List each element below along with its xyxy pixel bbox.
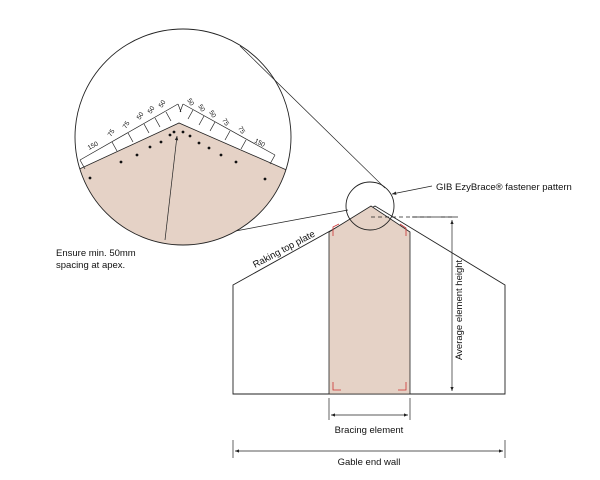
left-dim-1: 150: [87, 140, 100, 151]
average-height-label: Average element height: [454, 259, 465, 360]
detail-circle-small: [345, 181, 395, 231]
bracing-panel: [328, 205, 411, 395]
bracing-element-label: Bracing element: [335, 425, 404, 436]
right-dim-1: 50: [185, 97, 195, 107]
connector-line-top: [239, 45, 386, 189]
left-dimension-chain: 150 75 75 50 50 50: [79, 99, 182, 170]
left-dim-4: 50: [136, 111, 146, 121]
right-dim-2: 50: [196, 103, 206, 113]
left-dim-3: 75: [122, 120, 132, 130]
right-dim-4: 75: [220, 117, 230, 127]
apex-spacing-leader: [164, 135, 179, 241]
detail-circle-large: [74, 28, 292, 246]
gable-wall-label: Gable end wall: [338, 457, 401, 468]
left-dim-5: 50: [147, 105, 157, 115]
fastener-pattern-label: GIB EzyBrace® fastener pattern: [436, 182, 572, 193]
right-dimension-chain: 50 50 50 75 75 150: [179, 97, 276, 165]
right-dim-5: 75: [236, 125, 246, 135]
left-dim-6: 50: [158, 99, 168, 109]
left-dim-2: 75: [107, 128, 117, 138]
apex-note-line2: spacing at apex.: [56, 260, 125, 271]
fastener-dots: [88, 130, 267, 181]
gable-wall-outline: [232, 205, 506, 395]
raking-top-plate-label: Raking top plate: [251, 229, 317, 271]
fastener-leader: [391, 185, 433, 195]
right-dim-6: 150: [253, 138, 266, 149]
right-dim-3: 50: [207, 109, 217, 119]
corner-marks: [332, 223, 407, 391]
apex-note-line1: Ensure min. 50mm: [56, 248, 136, 259]
